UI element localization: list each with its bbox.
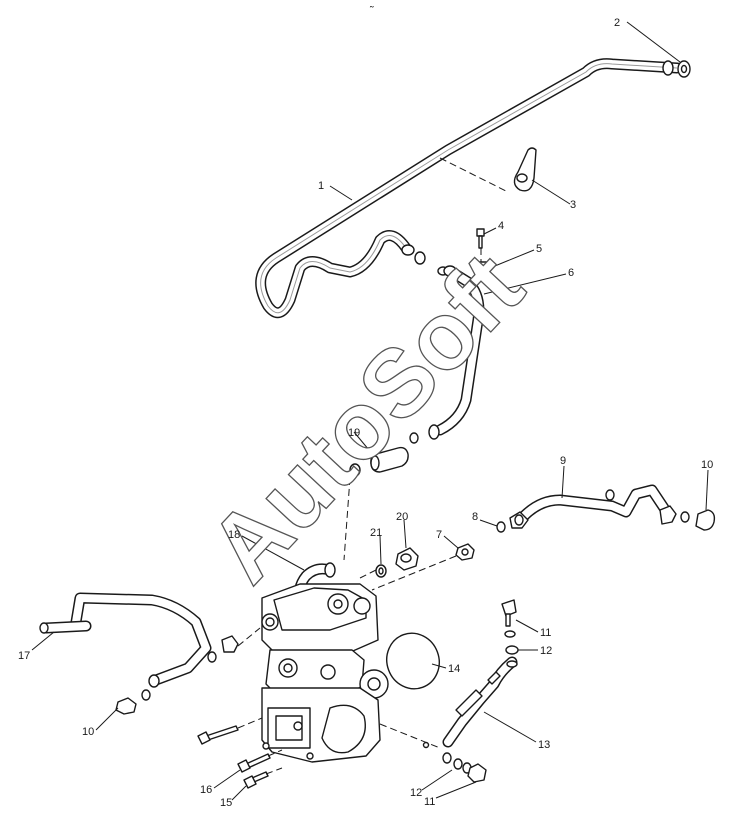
callout-labels: 2 1 3 4 5 6 19 9 10 8 20 7 21 18 11 12 1…: [18, 17, 713, 809]
callout-6: 6: [568, 267, 574, 279]
part-2-end-clamp: [677, 60, 691, 78]
callout-4: 4: [498, 220, 504, 232]
part-21-washer: [375, 564, 387, 578]
part-8-washer: [496, 521, 506, 533]
part-10-end-cap-right: [695, 509, 716, 531]
part-17-left-pipe: [39, 592, 212, 688]
callout-7: 7: [436, 529, 442, 541]
hose-clamp-lower: [349, 463, 361, 477]
mounting-bolt-left: [197, 725, 239, 745]
callout-15: 15: [220, 797, 232, 809]
part-3-bracket-clip: [513, 147, 537, 192]
callout-21: 21: [370, 527, 382, 539]
part-12-washers-bottom: [442, 752, 472, 774]
leader-lines: [31, 21, 709, 801]
part-11-banjo-bolt-top: [501, 599, 517, 627]
callout-16: 16: [200, 784, 212, 796]
part-11-banjo-bolt-bottom: [467, 763, 487, 783]
air-compressor-body: [261, 562, 389, 763]
watermark-text: AutoSoft: [189, 233, 544, 602]
part-12-washers-top: [504, 630, 519, 668]
callout-3: 3: [570, 199, 576, 211]
part-9-right-pipe: [509, 484, 690, 529]
callout-11-bottom: 11: [424, 796, 435, 808]
callout-8: 8: [472, 511, 478, 523]
callout-14: 14: [448, 663, 460, 675]
hose-clamp-middle: [409, 432, 419, 444]
callout-10-left: 10: [82, 726, 94, 738]
part-16-bolt: [237, 753, 271, 773]
part-14-o-ring: [386, 632, 440, 690]
callout-18: 18: [228, 529, 240, 541]
callout-2: 2: [614, 17, 620, 29]
callout-5: 5: [536, 243, 542, 255]
part-6-bent-pipe: [428, 265, 485, 440]
part-20-plug: [395, 547, 419, 571]
callout-11-top: 11: [540, 627, 551, 639]
callout-12-bottom: 12: [410, 787, 422, 799]
callout-17: 17: [18, 650, 30, 662]
part-15-bolt: [243, 771, 269, 789]
part-19-hose-sleeve: [370, 446, 409, 473]
callout-19: 19: [348, 427, 360, 439]
callout-10-right: 10: [701, 459, 713, 471]
part-7-fitting: [455, 543, 475, 561]
callout-20: 20: [396, 511, 408, 523]
callout-12-top: 12: [540, 645, 552, 657]
callout-1: 1: [318, 180, 324, 192]
callout-9: 9: [560, 455, 566, 467]
header-mark: ˜: [369, 5, 374, 17]
callout-13: 13: [538, 739, 550, 751]
part-1-long-tube: [255, 58, 683, 319]
part-10-fitting-left: [115, 689, 151, 715]
left-pipe-clamps: [207, 635, 239, 663]
